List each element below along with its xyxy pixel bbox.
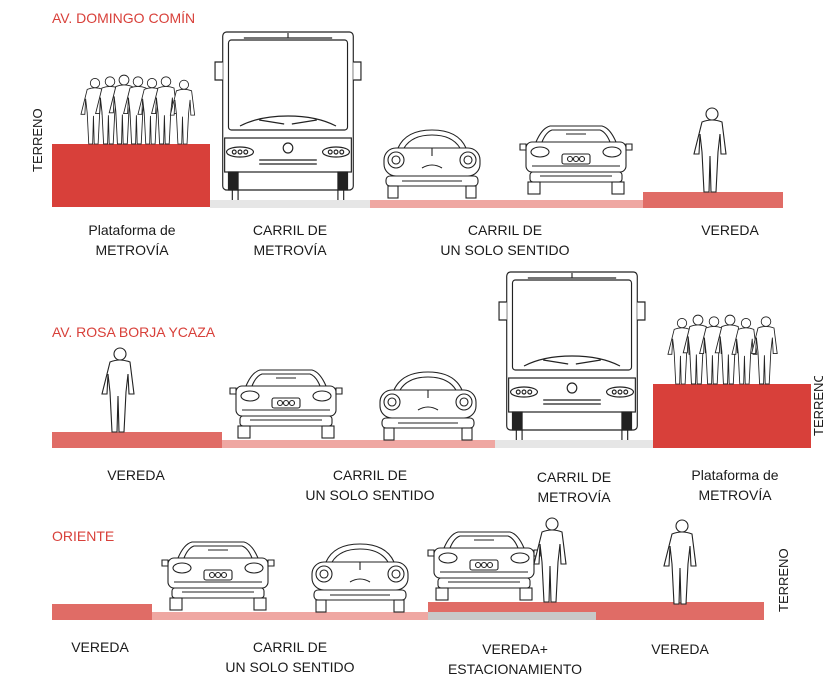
pedestrian-icon xyxy=(101,347,135,433)
sidewalk xyxy=(52,432,222,448)
parking-strip xyxy=(428,612,596,620)
label-one-way-lane: CARRIL DE UN SOLO SENTIDO xyxy=(225,639,355,675)
label-metro-lane: CARRIL DE METROVÍA xyxy=(252,222,328,258)
car-front-icon xyxy=(229,369,343,439)
section-2 xyxy=(52,271,811,448)
label-metro-platform: Plataforma de METROVÍA xyxy=(691,467,779,503)
label-metro-platform: Plataforma de METROVÍA xyxy=(88,222,176,258)
car-front-icon xyxy=(383,129,481,199)
label-one-way-lane: CARRIL DE UN SOLO SENTIDO xyxy=(305,467,435,503)
car-front-icon xyxy=(519,125,633,195)
pedestrian-icon xyxy=(533,517,567,603)
label-sidewalk: VEREDA xyxy=(651,641,709,657)
label-sidewalk: VEREDA xyxy=(701,222,759,238)
sidewalk-parking-top xyxy=(428,602,596,612)
section-3 xyxy=(52,517,764,620)
sidewalk xyxy=(52,604,152,620)
car-front-icon xyxy=(427,531,541,601)
label-sidewalk: VEREDA xyxy=(71,639,129,655)
label-one-way-lane: CARRIL DE UN SOLO SENTIDO xyxy=(440,222,570,258)
metro-platform xyxy=(653,384,811,448)
section-title-rosa-borja: AV. ROSA BORJA YCAZA xyxy=(52,324,216,340)
sidewalk xyxy=(643,192,783,208)
car-front-icon xyxy=(311,543,409,613)
pedestrian-icon xyxy=(693,107,727,193)
one-way-lane xyxy=(370,200,643,208)
section-title-domingo-comin: AV. DOMINGO COMÍN xyxy=(52,10,196,26)
label-sidewalk-parking: VEREDA+ ESTACIONAMIENTO xyxy=(447,641,583,677)
pedestrian-icon xyxy=(663,519,697,605)
crowd-icon xyxy=(667,314,778,385)
section-1 xyxy=(52,31,783,208)
one-way-lane xyxy=(152,612,428,620)
section-title-oriente: ORIENTE xyxy=(52,528,115,544)
metro-lane xyxy=(210,200,370,208)
one-way-lane xyxy=(222,440,495,448)
car-front-icon xyxy=(161,541,275,611)
label-metro-lane: CARRIL DE METROVÍA xyxy=(536,469,612,505)
car-front-icon xyxy=(379,371,477,441)
label-sidewalk: VEREDA xyxy=(107,467,165,483)
metro-lane xyxy=(495,440,653,448)
bus-icon xyxy=(214,31,362,201)
crowd-icon xyxy=(80,74,196,145)
sidewalk xyxy=(596,602,764,620)
bus-icon xyxy=(498,271,646,441)
metro-platform xyxy=(52,144,210,207)
